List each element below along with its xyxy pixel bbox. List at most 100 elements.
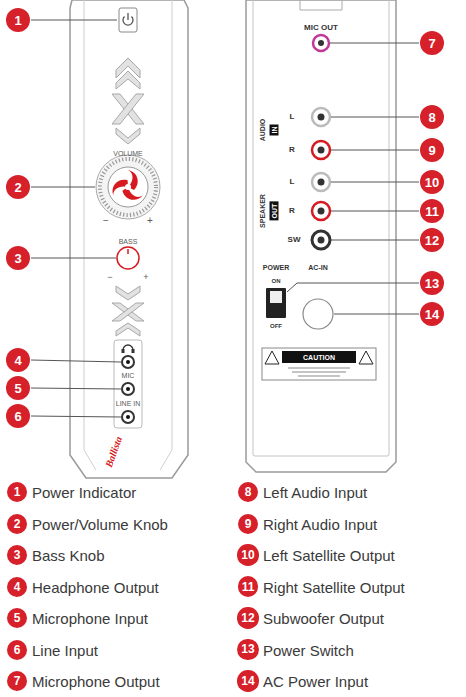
callout-number-text: 10 (241, 549, 254, 561)
jack-label: AC-IN (308, 264, 327, 271)
leader-line (287, 283, 419, 292)
callout-number-text: 7 (428, 37, 435, 50)
panel-label: BASS (119, 238, 138, 245)
callout-number: 6 (7, 640, 27, 660)
callout-number: 12 (237, 607, 258, 628)
bass-knob (117, 247, 139, 269)
group-tag: OUT (270, 202, 279, 221)
group-tag: IN (270, 125, 279, 136)
callout-number: 14 (237, 670, 258, 691)
callout-number: 13 (420, 271, 444, 295)
callout-number-text: 11 (425, 205, 439, 218)
panel-bevel (160, 0, 172, 470)
panel-bevel (84, 0, 96, 470)
callout-number-text: 1 (14, 14, 21, 27)
switch-state: ON (272, 278, 281, 284)
callout-number: 7 (7, 671, 27, 691)
power-indicator (119, 8, 137, 32)
warning-triangle (359, 351, 373, 364)
switch-rocker (270, 291, 282, 303)
group-label: AUDIO (259, 119, 266, 142)
scale-sign: − (103, 216, 109, 226)
callout-number: 4 (7, 577, 27, 597)
callout-number: 9 (238, 514, 258, 534)
scale-sign: + (147, 216, 153, 226)
leader-lines (31, 20, 419, 417)
headphone-icon (122, 349, 125, 353)
decor-x (112, 303, 144, 321)
subwoofer-jack (312, 231, 330, 249)
swirl-hub (125, 184, 131, 190)
callout-number-text: 7 (14, 675, 21, 687)
jack-hole (318, 208, 325, 215)
callout-number-text: 2 (14, 518, 21, 530)
callout-number: 13 (237, 639, 258, 660)
jack-hole (318, 147, 325, 154)
part-name: Right Audio Input (263, 516, 377, 531)
jack-bay (114, 340, 142, 428)
callout-number-text: 14 (241, 675, 254, 687)
switch-state: OFF (270, 323, 282, 329)
callout-number: 5 (6, 376, 30, 400)
callout-number-text: 6 (14, 644, 21, 656)
part-name: Microphone Input (32, 611, 148, 626)
jack-hole (126, 387, 130, 391)
leader-line (31, 258, 116, 259)
decor-x (112, 94, 144, 124)
part-name: Headphone Output (32, 579, 159, 594)
part-name: Left Satellite Output (263, 548, 395, 563)
power-switch (266, 288, 286, 318)
decor-chevron (116, 323, 140, 336)
leader-line (331, 240, 419, 241)
speaker-left-jack (312, 173, 330, 191)
callout-number-text: 8 (428, 111, 435, 124)
callout-number-text: 3 (14, 549, 21, 561)
ac-inlet (303, 299, 333, 329)
callout-number-text: 14 (425, 308, 439, 321)
back-panel-housing (246, 0, 396, 472)
jack-hole (126, 415, 130, 419)
fine-print (288, 367, 350, 369)
leader-line (31, 388, 121, 389)
scale-sign: + (143, 273, 148, 282)
leader-line (31, 360, 121, 362)
decor-chevron (116, 286, 140, 300)
swirl-blade (120, 186, 142, 205)
callout-number-text: 4 (14, 354, 21, 367)
callout-number-text: 13 (425, 277, 439, 290)
part-name: Power Switch (263, 642, 354, 657)
volume-knob (96, 155, 160, 219)
callout-number-text: 13 (241, 643, 254, 655)
callout-number: 8 (238, 482, 258, 502)
back-panel-face (253, 0, 389, 456)
callout-number: 12 (420, 228, 444, 252)
decor-chevron (116, 128, 140, 144)
leader-line (331, 150, 419, 151)
power-icon (127, 13, 128, 20)
decor-chevron (116, 71, 140, 89)
jack-hole (318, 179, 325, 186)
leader-line (331, 182, 419, 183)
callout-number: 8 (420, 105, 444, 129)
mic-jack (122, 383, 134, 395)
warning-label: CAUTION (301, 353, 337, 362)
callout-number-text: 4 (14, 581, 21, 593)
part-name: Right Satellite Output (263, 579, 405, 594)
part-name: Left Audio Input (263, 485, 367, 500)
fine-print (298, 375, 340, 377)
group-label: SPEAKER (259, 194, 266, 228)
callout-number-text: 1 (14, 486, 21, 498)
callout-number: 3 (6, 246, 30, 270)
knob-ticks (100, 159, 156, 215)
panel-label: VOLUME (113, 150, 143, 157)
leader-line (330, 43, 419, 44)
channel-label: L (290, 113, 295, 121)
callout-number-text: 6 (14, 410, 21, 423)
part-name: Line Input (32, 642, 98, 657)
callout-number: 6 (6, 404, 30, 428)
caution-strip (282, 351, 356, 363)
jack-label: LINE IN (116, 400, 141, 407)
part-name: Microphone Output (32, 674, 160, 689)
audio-in-right-jack (312, 141, 330, 159)
leader-line (31, 20, 117, 21)
